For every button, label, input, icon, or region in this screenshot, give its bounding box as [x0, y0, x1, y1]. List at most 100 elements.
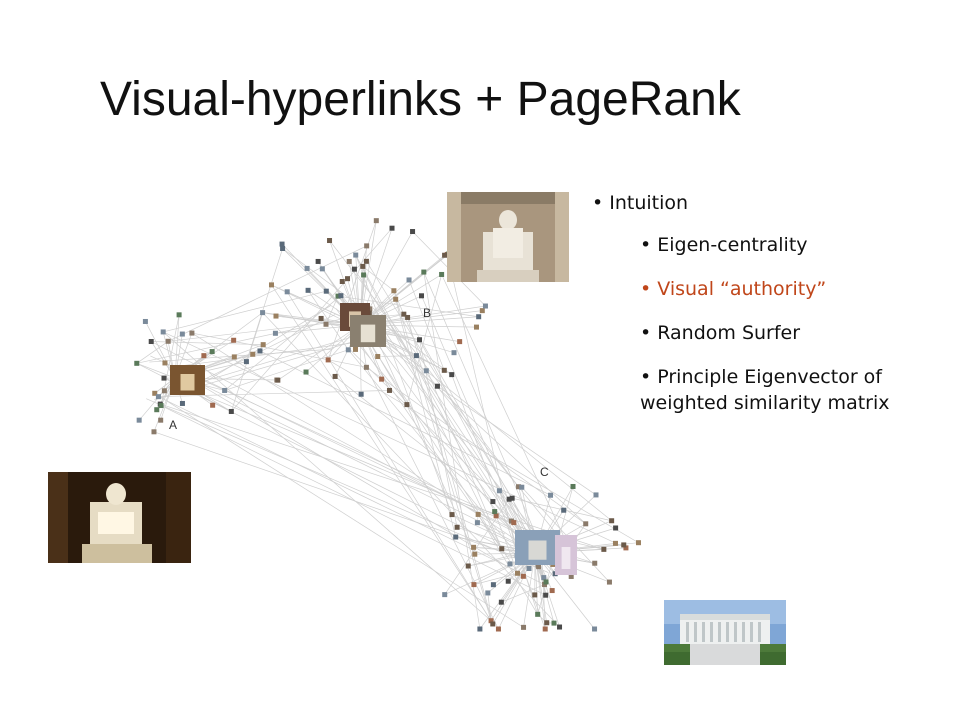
graph-edge: [163, 377, 539, 566]
graph-edge: [173, 341, 362, 368]
graph-node-thumbnail: [275, 377, 281, 383]
graph-node-thumbnail: [583, 521, 589, 527]
bullet-random-surfer: • Random Surfer: [640, 322, 801, 344]
graph-node-thumbnail: [621, 542, 627, 548]
graph-node-thumbnail: [134, 360, 140, 366]
graph-node-thumbnail: [441, 367, 447, 373]
graph-edge: [423, 272, 481, 630]
graph-node-thumbnail: [284, 289, 290, 295]
graph-edge: [151, 341, 553, 553]
graph-edge: [423, 271, 543, 549]
image-graph-diagram: A B C: [134, 218, 641, 632]
graph-node-thumbnail: [346, 258, 352, 264]
graph-node-thumbnail: [154, 407, 160, 413]
graph-node-thumbnail: [339, 279, 345, 285]
graph-node-thumbnail: [474, 520, 480, 526]
graph-edge: [262, 312, 560, 628]
graph-node-thumbnail: [391, 288, 397, 294]
graph-node-thumbnail: [549, 588, 555, 594]
graph-node-thumbnail: [535, 562, 541, 568]
graph-node-thumbnail: [490, 621, 496, 627]
bullet-visual-authority: • Visual “authority”: [640, 278, 827, 300]
graph-edge: [419, 339, 539, 566]
graph-node-thumbnail: [511, 520, 517, 526]
graph-node-thumbnail: [473, 324, 479, 330]
graph-edge: [366, 367, 586, 525]
graph-edge: [158, 396, 545, 585]
graph-node-thumbnail: [405, 314, 411, 320]
graph-node-thumbnail: [417, 337, 423, 343]
graph-node-thumbnail: [453, 534, 459, 540]
graph-node-thumbnail: [514, 570, 520, 576]
graph-edge: [437, 385, 597, 496]
graph-edge: [348, 261, 556, 574]
graph-node-thumbnail: [179, 331, 185, 337]
graph-node-thumbnail: [158, 403, 164, 409]
graph-edge: [224, 349, 349, 391]
graph-node-thumbnail: [151, 429, 157, 435]
graph-node-thumbnail: [490, 582, 496, 588]
graph-node-thumbnail: [189, 330, 195, 336]
graph-edge: [246, 248, 283, 362]
graph-node-thumbnail: [179, 400, 185, 406]
graph-node-thumbnail: [332, 373, 338, 379]
graph-node-thumbnail: [561, 507, 567, 513]
graph-node-thumbnail: [375, 354, 381, 360]
graph-edge: [191, 332, 367, 368]
graph-node-thumbnail: [421, 269, 427, 275]
graph-node-thumbnail: [260, 310, 266, 316]
graph-node-thumbnail: [516, 484, 522, 490]
cluster-label-a: A: [169, 418, 177, 432]
graph-node-thumbnail: [279, 241, 285, 247]
graph-edge: [158, 390, 390, 398]
graph-node-thumbnail: [335, 293, 341, 299]
graph-edge: [371, 328, 476, 555]
graph-node-thumbnail: [410, 229, 416, 235]
graph-node-thumbnail: [548, 492, 554, 498]
graph-edge: [366, 261, 513, 499]
graph-node-thumbnail: [210, 402, 216, 408]
graph-edge: [407, 317, 494, 625]
graph-node-thumbnail: [442, 252, 448, 258]
graph-node-thumbnail: [406, 277, 412, 283]
graph-edge: [521, 486, 610, 583]
graph-node-thumbnail: [506, 496, 512, 502]
graph-node-thumbnail: [323, 321, 329, 327]
graph-node-thumbnail: [542, 626, 548, 632]
graph-node-thumbnail: [592, 560, 598, 566]
graph-edge: [160, 403, 604, 550]
graph-node-thumbnail: [521, 624, 527, 630]
graph-edge: [334, 376, 494, 502]
graph-node-thumbnail: [268, 282, 274, 288]
graph-node-thumbnail: [570, 483, 576, 489]
graph-node-thumbnail: [280, 245, 286, 251]
graph-node-thumbnail: [519, 484, 525, 490]
graph-node-thumbnail: [160, 329, 166, 335]
graph-node-thumbnail: [257, 348, 263, 354]
graph-node-thumbnail: [318, 315, 324, 321]
graph-node-thumbnail: [304, 265, 310, 271]
graph-edge: [325, 295, 339, 325]
graph-node-thumbnail: [386, 387, 392, 393]
graph-node-thumbnail: [476, 314, 482, 320]
graph-edge: [349, 349, 538, 535]
graph-node-thumbnail: [479, 308, 485, 314]
graph-node-thumbnail: [477, 626, 483, 632]
graph-node-thumbnail: [454, 524, 460, 530]
graph-node-thumbnail: [273, 313, 279, 319]
graph-node-thumbnail: [509, 495, 515, 501]
graph-node-thumbnail: [609, 518, 615, 524]
graph-node-thumbnail: [492, 509, 498, 515]
slide-title: Visual-hyperlinks + PageRank: [100, 73, 741, 126]
graph-edge: [534, 552, 595, 630]
lincoln-statue-photo: [447, 192, 569, 282]
graph-node-thumbnail: [148, 339, 154, 345]
graph-node-thumbnail: [542, 582, 548, 588]
graph-edge: [406, 274, 442, 405]
graph-node-thumbnail: [635, 540, 641, 546]
cluster-label-b: B: [423, 306, 431, 320]
graph-node-thumbnail: [413, 353, 419, 359]
graph-node-thumbnail: [393, 296, 399, 302]
graph-node-thumbnail: [485, 590, 491, 596]
graph-edge: [168, 245, 367, 342]
